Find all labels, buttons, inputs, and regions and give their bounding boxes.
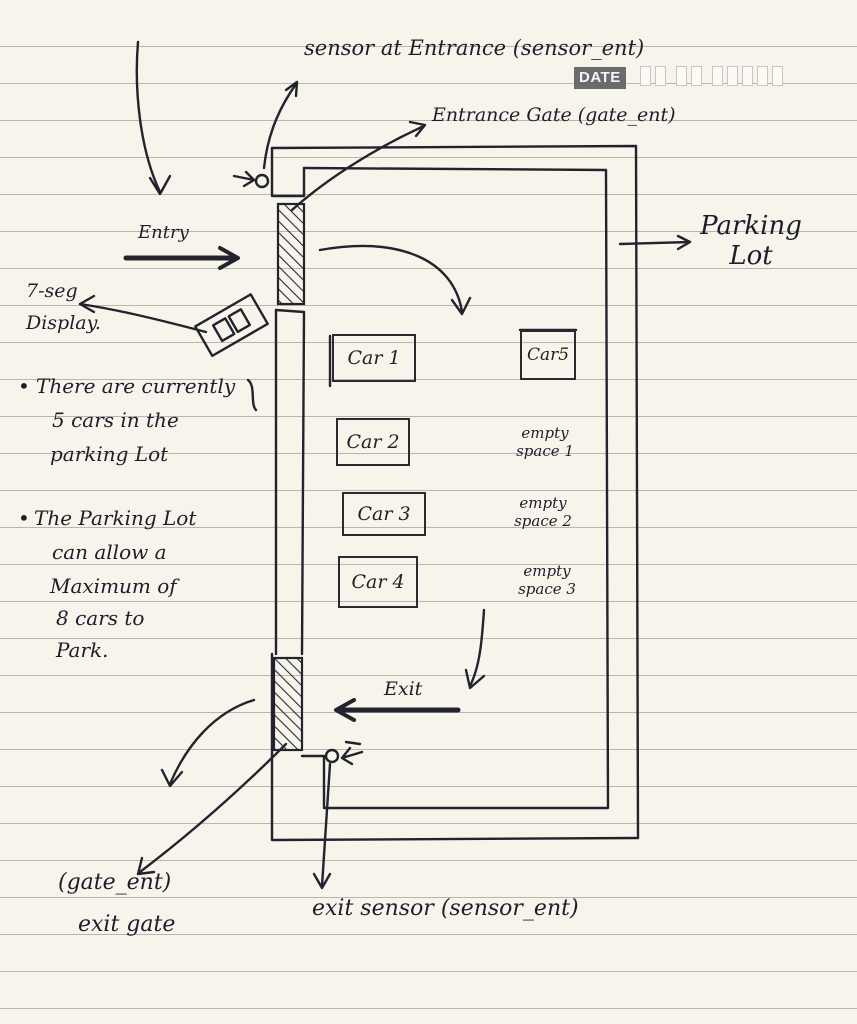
empty-space-2-line2: space 2 [514,512,572,530]
note-max-line2: can allow a [52,540,167,564]
parking-lot-outer-wall [270,144,640,842]
left-wall [274,308,306,656]
inside-flow-arrow [318,244,464,314]
note-max-bullet: • [18,506,30,530]
empty-space-2: empty space 2 [498,494,588,530]
exit-gate-label-pointer [138,742,288,874]
empty-space-3: empty space 3 [500,562,594,598]
exit-gate-label-line2: exit gate [78,912,176,937]
incoming-arrow [135,40,162,194]
sensor-entrance-label: sensor at Entrance (sensor_ent) [304,36,645,60]
note-current-line2: 5 cars in the [52,408,179,432]
exit-label: Exit [384,678,423,700]
exit-gate [272,656,304,752]
date-boxes [640,66,783,86]
empty-space-3-line1: empty [523,562,571,580]
seven-seg-label-line1: 7-seg [26,280,78,302]
entrance-gate [276,202,306,306]
exit-gate-left-pointer [168,698,256,786]
note-max-line3: Maximum of [50,574,177,598]
note-current-bullet: • [18,374,30,398]
seven-seg-pointer [78,302,208,334]
exit-sensor-pointer [320,762,332,888]
parking-lot-label: Parking Lot [700,211,802,271]
date-badge: DATE [574,67,626,89]
empty-space-3-line2: space 3 [518,580,576,598]
parked-car-4: Car 4 [338,556,418,608]
parked-car-1: Car 1 [332,334,416,382]
exit-gate-label-line1: (gate_ent) [58,870,172,895]
empty-space-2-line1: empty [519,494,567,512]
sensor-entrance-pointer [262,82,298,170]
note-max-line1: The Parking Lot [34,506,197,530]
entrance-gate-pointer [290,124,426,212]
note-current-line1: There are currently [36,374,236,398]
seven-seg-label-line2: Display. [26,312,101,334]
entrance-sensor [254,173,270,189]
seven-seg-display [194,293,269,358]
empty-space-1-line1: empty [521,424,569,442]
parked-car-3: Car 3 [342,492,426,536]
parking-lot-pointer [618,240,692,246]
note-brace [246,378,258,412]
parked-car-2: Car 2 [336,418,410,466]
note-current-line3: parking Lot [50,442,169,466]
exit-flow-arrow [468,608,486,688]
entry-label: Entry [138,222,189,243]
note-max-line4: 8 cars to [56,606,145,630]
note-max-line5: Park. [56,638,109,662]
parked-car-5: Car5 [520,330,576,380]
empty-space-1: empty space 1 [500,424,590,460]
entrance-gate-label: Entrance Gate (gate_ent) [432,104,676,126]
parking-lot-inner-wall [300,166,610,810]
exit-sensor-label: exit sensor (sensor_ent) [312,896,579,921]
empty-space-1-line2: space 1 [516,442,574,460]
